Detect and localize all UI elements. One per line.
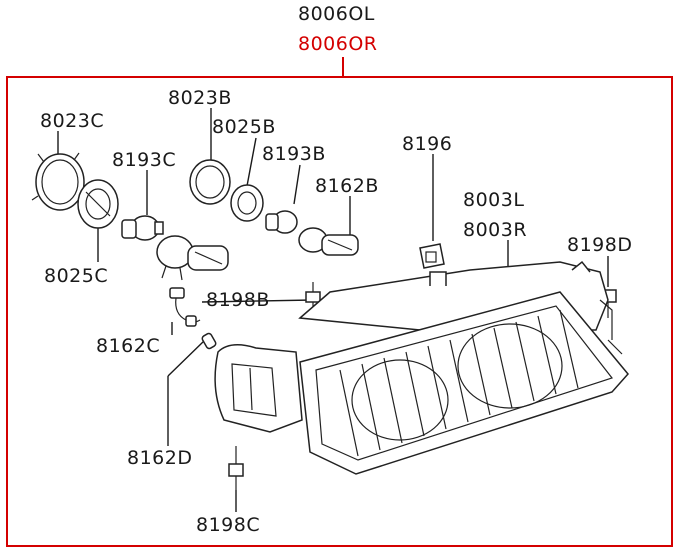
small-bulb-8162C [169, 287, 201, 327]
callout-8025B[interactable]: 8025B [212, 116, 276, 138]
callout-8023B[interactable]: 8023B [168, 87, 232, 109]
halogen-bulb-8162B [298, 227, 359, 256]
assembly-left-label[interactable]: 8006OL [298, 3, 375, 25]
bulb-8193B [265, 210, 298, 234]
clip-8196 [419, 243, 445, 269]
callout-8196[interactable]: 8196 [402, 133, 452, 155]
callout-8162D[interactable]: 8162D [127, 447, 192, 469]
headlamp-housing-8003 [214, 260, 629, 475]
retaining-ring-8023C [31, 152, 85, 211]
socket-ring-8025B [230, 184, 264, 222]
callout-8023C[interactable]: 8023C [40, 110, 104, 132]
assembly-right-label[interactable]: 8006OR [298, 33, 378, 55]
callout-8198B[interactable]: 8198B [206, 289, 270, 311]
screw-8198C [228, 446, 244, 490]
bulb-8193C [121, 215, 164, 241]
callout-8003L[interactable]: 8003L [463, 189, 524, 211]
callout-8162C[interactable]: 8162C [96, 335, 160, 357]
callout-8198C[interactable]: 8198C [196, 514, 260, 536]
socket-ring-8025C [77, 179, 119, 229]
wedge-bulb-8162D [201, 332, 217, 350]
callout-8198D[interactable]: 8198D [567, 234, 632, 256]
assembly-frame [6, 76, 673, 547]
callout-8162B[interactable]: 8162B [315, 175, 379, 197]
callout-8025C[interactable]: 8025C [44, 265, 108, 287]
callout-8003R[interactable]: 8003R [463, 219, 527, 241]
halogen-bulb-left [156, 235, 229, 281]
callout-8193C[interactable]: 8193C [112, 149, 176, 171]
callout-8193B[interactable]: 8193B [262, 143, 326, 165]
retaining-ring-8023B [189, 159, 231, 205]
